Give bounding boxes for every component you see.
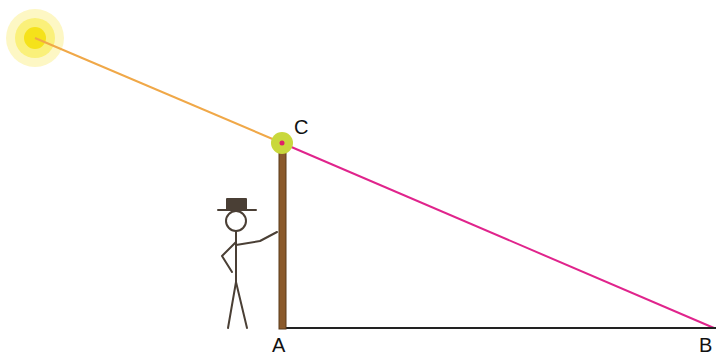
pole bbox=[279, 143, 286, 329]
shadow-ray bbox=[282, 143, 714, 328]
ground-line bbox=[281, 327, 716, 329]
stick-man bbox=[218, 199, 277, 328]
point-label: B bbox=[699, 334, 712, 356]
pole-top-dot bbox=[280, 141, 285, 146]
sun-ray bbox=[35, 38, 282, 143]
pole-top-ball bbox=[271, 132, 293, 154]
point-label: C bbox=[294, 116, 308, 138]
point-label: A bbox=[272, 334, 285, 356]
